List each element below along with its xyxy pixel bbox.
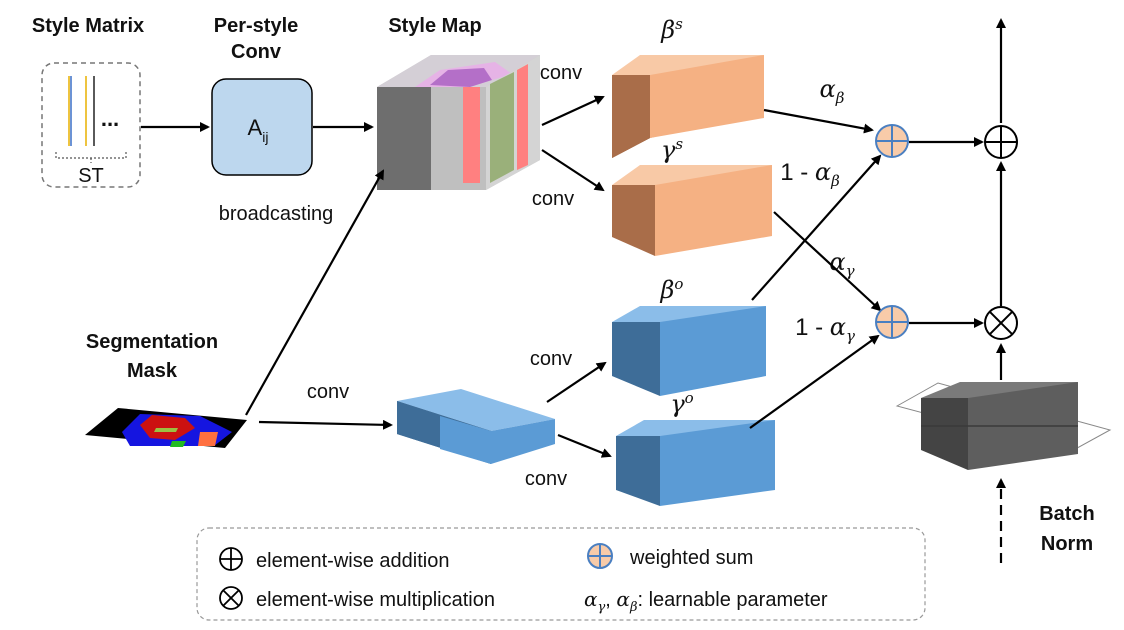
style-map-cube <box>377 55 540 190</box>
batch-norm-label-line1: Batch <box>1039 503 1095 525</box>
beta-s-label: βs <box>660 15 683 44</box>
beta-o-cube <box>612 306 766 396</box>
beta-s-cube <box>612 55 764 158</box>
aij-label: Aij <box>248 115 269 145</box>
legend-wsum-label: weighted sum <box>629 547 753 569</box>
arrow-mask-to-stylemap <box>245 169 384 416</box>
st-label: ST <box>78 165 104 187</box>
legend-mul-label: element-wise multiplication <box>256 589 495 611</box>
legend-add-icon <box>219 547 243 571</box>
weighted-sum-circle-1 <box>875 124 909 158</box>
arrows <box>141 18 1006 563</box>
gamma-o-label: γo <box>670 389 693 418</box>
per-style-conv-title-line2: Conv <box>231 41 282 63</box>
arrow-mask-to-bluecube <box>258 419 393 430</box>
style-matrix-ellipsis: ... <box>101 106 119 131</box>
beta-o-label: βo <box>660 275 684 304</box>
conv-label-gamma-o: conv <box>525 468 567 490</box>
arrow-beta-o-to-sum1 <box>751 154 882 301</box>
legend-mul-icon <box>219 586 243 610</box>
arrow-stylemap-to-gamma-s <box>541 149 605 192</box>
legend-add-label: element-wise addition <box>256 550 449 572</box>
conv-label-gamma-s: conv <box>532 188 574 210</box>
legend: element-wise addition element-wise multi… <box>196 527 926 621</box>
gamma-s-label: γs <box>661 135 683 164</box>
alpha-gamma-label: αγ <box>829 248 854 280</box>
conv-label-seg: conv <box>307 381 349 403</box>
add-circle <box>984 125 1018 159</box>
style-map-title: Style Map <box>388 15 481 37</box>
batch-norm-cube <box>895 382 1112 470</box>
legend-wsum-icon <box>587 543 613 569</box>
one-minus-alpha-beta-label: 1 - αβ <box>780 158 840 190</box>
style-matrix-title: Style Matrix <box>32 15 144 37</box>
mul-circle <box>984 306 1018 340</box>
arrow-blue-to-gamma-o <box>557 433 612 458</box>
per-style-conv-title-line1: Per-style <box>214 15 299 37</box>
broadcasting-label: broadcasting <box>219 203 334 225</box>
arrow-stylemap-to-beta-s <box>541 95 605 126</box>
one-minus-alpha-gamma-label: 1 - αγ <box>795 313 855 345</box>
segmentation-title-line2: Mask <box>127 360 178 382</box>
conv-label-beta-s: conv <box>540 62 582 84</box>
segmentation-title-line1: Segmentation <box>86 331 218 353</box>
seg-conv-feature-cube <box>397 389 555 464</box>
segmentation-mask-image <box>85 408 247 448</box>
per-style-conv-box: Aij <box>211 78 313 176</box>
arrow-beta-s-to-sum1 <box>763 108 874 134</box>
arrow-gamma-s-to-sum2 <box>773 211 882 312</box>
gamma-s-cube <box>612 165 772 256</box>
arrow-blue-to-beta-o <box>546 361 607 403</box>
batch-norm-label-line2: Norm <box>1041 533 1093 555</box>
alpha-beta-label: αβ <box>820 75 845 107</box>
style-matrix: ... ST <box>41 62 141 188</box>
arrow-gamma-o-to-sum2 <box>749 334 880 429</box>
gamma-o-cube <box>616 420 775 506</box>
weighted-sum-circle-2 <box>875 305 909 339</box>
legend-learnable-label: αγ, αβ: learnable parameter <box>584 587 828 615</box>
conv-label-beta-o: conv <box>530 348 572 370</box>
